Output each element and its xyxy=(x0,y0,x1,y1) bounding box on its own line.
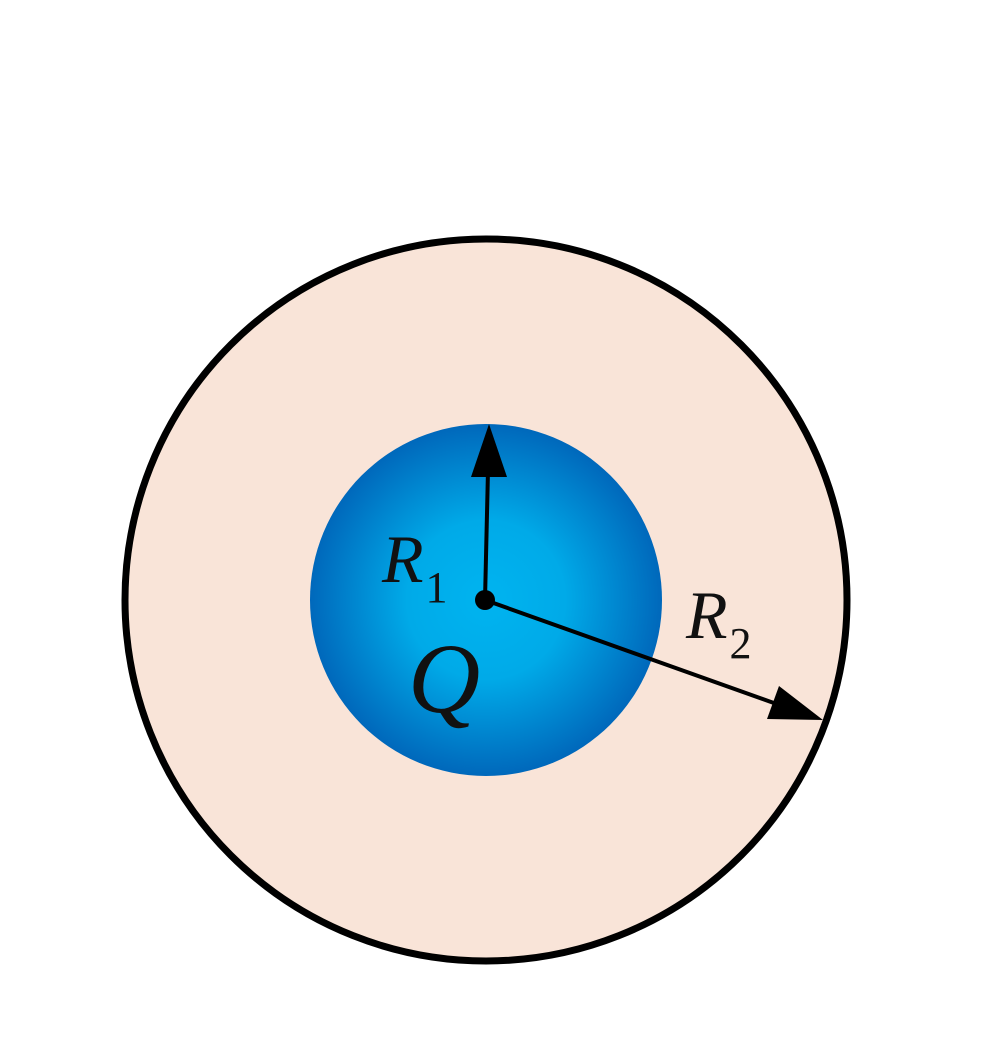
outer-radius-arrowhead xyxy=(767,686,823,720)
inner-radius-arrow-shaft xyxy=(483,469,490,601)
outer-radius-subscript: 2 xyxy=(730,619,752,668)
outer-radius-arrow-shaft xyxy=(484,598,786,709)
inner-radius-symbol: R xyxy=(381,521,424,597)
inner-radius-subscript: 1 xyxy=(426,563,448,612)
outer-radius-symbol: R xyxy=(685,577,728,653)
outer-radius-label: R2 xyxy=(685,577,752,668)
inner-radius-arrowhead xyxy=(471,424,507,477)
center-point xyxy=(475,590,495,610)
inner-radius-label: R1 xyxy=(381,521,448,612)
charge-label: Q xyxy=(408,623,480,734)
